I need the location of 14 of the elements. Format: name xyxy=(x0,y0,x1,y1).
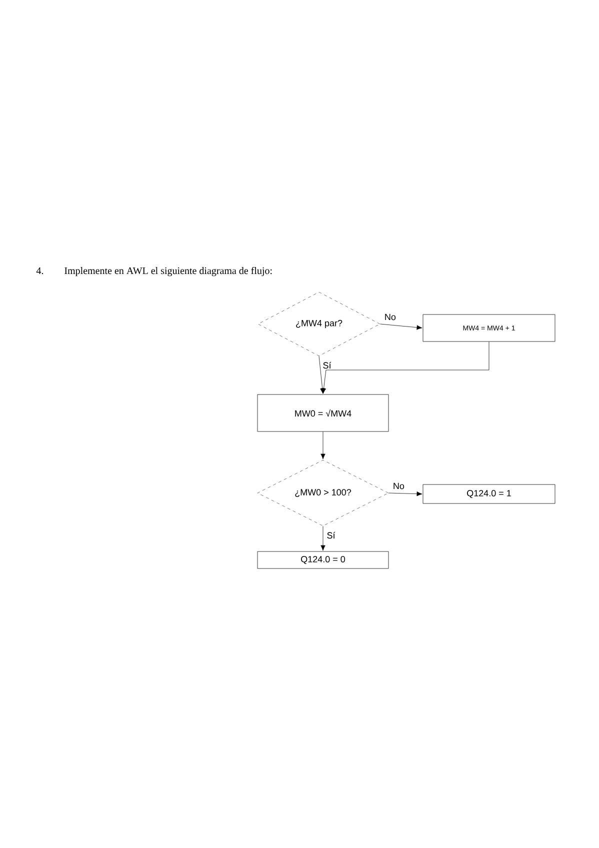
heading: Implemente en AWL el siguiente diagrama de flujo: xyxy=(64,266,272,276)
arrow xyxy=(380,324,422,330)
process-box: MW0 = √MW4 xyxy=(257,394,389,432)
edge-label: No xyxy=(383,312,397,322)
process-box: Q124.0 = 1 xyxy=(422,484,556,504)
arrow xyxy=(320,526,326,551)
process-box: Q124.0 = 0 xyxy=(257,551,389,569)
edge-label: Sí xyxy=(322,360,332,370)
edge-label: No xyxy=(392,482,406,490)
edge-label: Sí xyxy=(326,530,336,540)
arrow xyxy=(321,342,490,394)
arrow xyxy=(320,432,326,460)
arrow xyxy=(388,492,422,496)
item-number: 4. xyxy=(36,267,44,274)
